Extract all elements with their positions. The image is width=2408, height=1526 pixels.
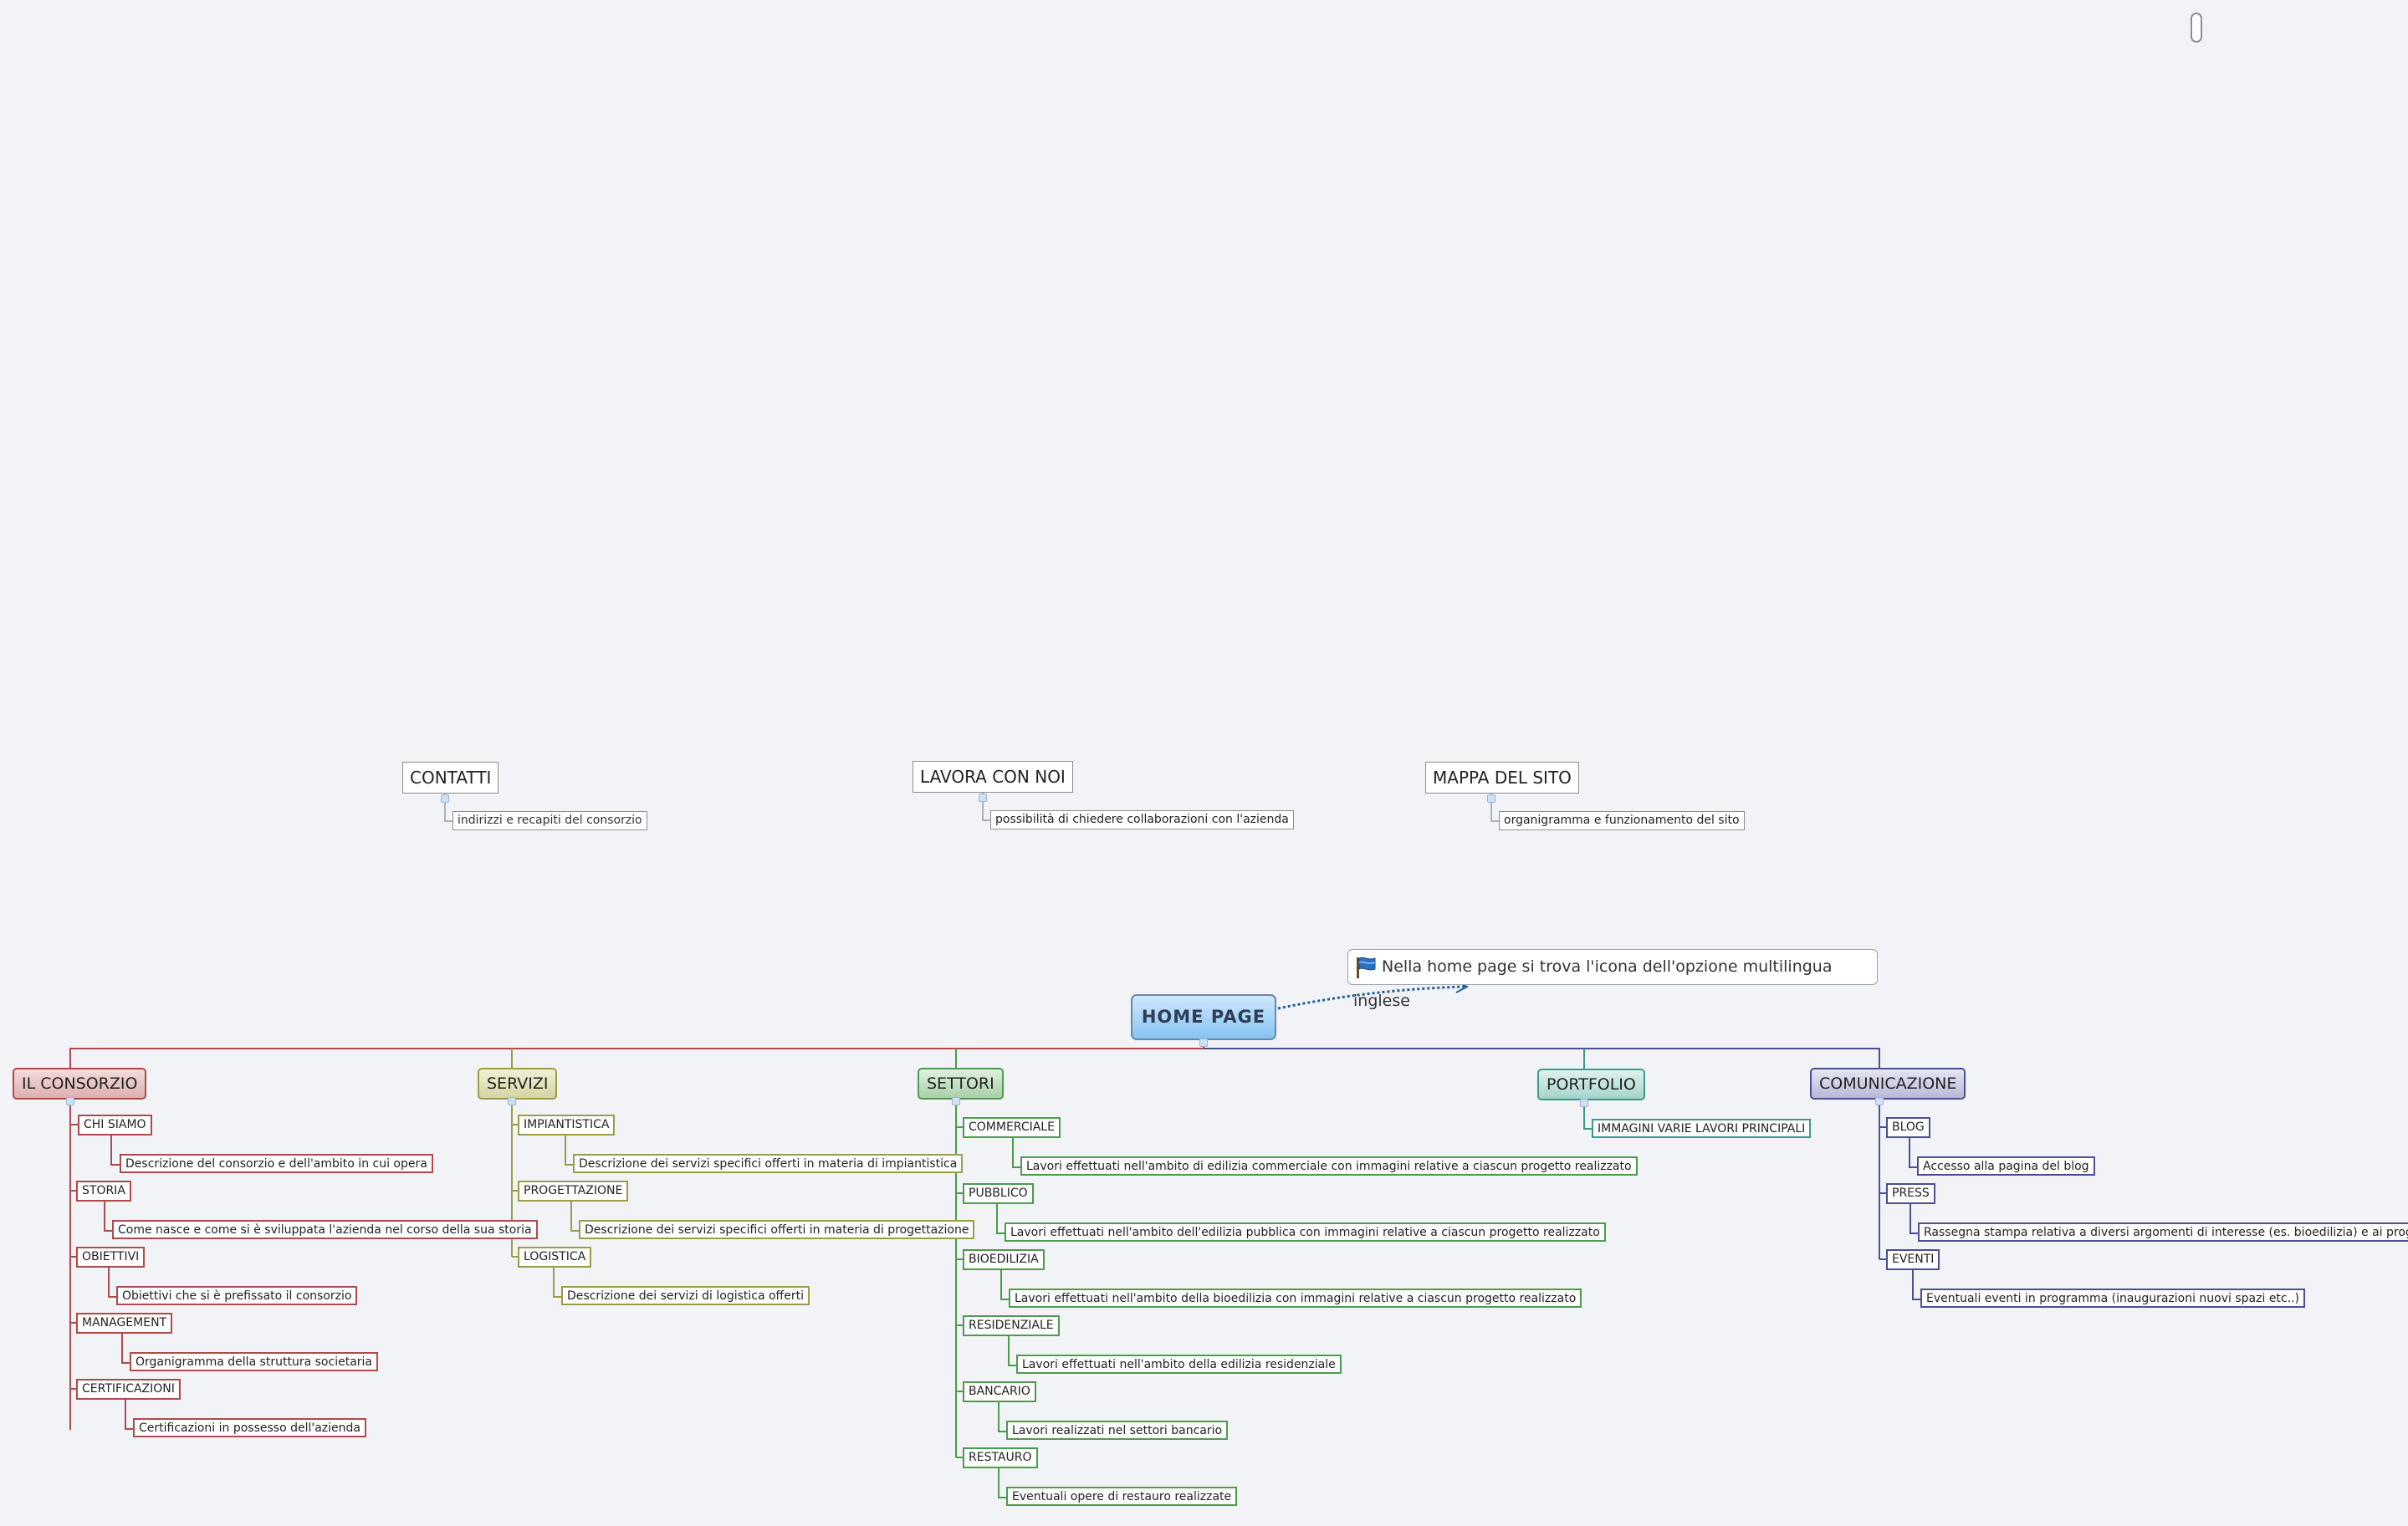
scrollbar-handle[interactable] bbox=[2191, 13, 2202, 43]
node-press-desc[interactable]: Rassegna stampa relativa a diversi argom… bbox=[1918, 1222, 2408, 1242]
node-bancario[interactable]: BANCARIO bbox=[963, 1381, 1036, 1402]
node-management[interactable]: MANAGEMENT bbox=[76, 1313, 173, 1334]
node-commerciale[interactable]: COMMERCIALE bbox=[963, 1117, 1061, 1138]
node-contatti-desc[interactable]: indirizzi e recapiti del consorzio bbox=[452, 811, 647, 830]
collapse-toggle[interactable] bbox=[1875, 1097, 1884, 1105]
branch-il-consorzio[interactable]: IL CONSORZIO bbox=[13, 1068, 147, 1100]
node-pubblico[interactable]: PUBBLICO bbox=[963, 1183, 1034, 1204]
root-home-page[interactable]: HOME PAGE bbox=[1131, 994, 1276, 1040]
node-storia[interactable]: STORIA bbox=[76, 1181, 131, 1202]
node-lavora-con-noi[interactable]: LAVORA CON NOI bbox=[913, 761, 1073, 793]
node-bancario-desc[interactable]: Lavori realizzati nel settori bancario bbox=[1006, 1421, 1229, 1440]
collapse-toggle[interactable] bbox=[66, 1097, 74, 1105]
node-mappa-del-sito[interactable]: MAPPA DEL SITO bbox=[1425, 762, 1579, 794]
branch-portfolio[interactable]: PORTFOLIO bbox=[1537, 1069, 1645, 1100]
branch-settori[interactable]: SETTORI bbox=[918, 1068, 1004, 1100]
node-pubblico-desc[interactable]: Lavori effettuati nell'ambito dell'edili… bbox=[1005, 1222, 1606, 1242]
node-blog[interactable]: BLOG bbox=[1886, 1117, 1930, 1138]
node-mappa-desc[interactable]: organigramma e funzionamento del sito bbox=[1499, 811, 1745, 830]
node-immagini-varie[interactable]: IMMAGINI VARIE LAVORI PRINCIPALI bbox=[1592, 1119, 1812, 1138]
node-storia-desc[interactable]: Come nasce e come si è sviluppata l'azie… bbox=[112, 1220, 538, 1239]
node-obiettivi-desc[interactable]: Obiettivi che si è prefissato il consorz… bbox=[116, 1286, 358, 1305]
node-bioedilizia-desc[interactable]: Lavori effettuati nell'ambito della bioe… bbox=[1009, 1289, 1582, 1308]
branch-servizi[interactable]: SERVIZI bbox=[478, 1068, 558, 1100]
node-management-desc[interactable]: Organigramma della struttura societaria bbox=[130, 1352, 378, 1371]
node-eventi-desc[interactable]: Eventuali eventi in programma (inauguraz… bbox=[1920, 1289, 2305, 1308]
collapse-toggle[interactable] bbox=[441, 794, 449, 803]
node-chi-siamo-desc[interactable]: Descrizione del consorzio e dell'ambito … bbox=[120, 1154, 433, 1173]
node-lavora-desc[interactable]: possibilità di chiedere collaborazioni c… bbox=[990, 810, 1294, 829]
node-residenziale-desc[interactable]: Lavori effettuati nell'ambito della edil… bbox=[1016, 1355, 1342, 1374]
node-bioedilizia[interactable]: BIOEDILIZIA bbox=[963, 1249, 1045, 1270]
node-chi-siamo[interactable]: CHI SIAMO bbox=[78, 1115, 152, 1136]
node-restauro[interactable]: RESTAURO bbox=[963, 1447, 1038, 1468]
collapse-toggle[interactable] bbox=[952, 1097, 960, 1105]
multilingual-note[interactable]: Nella home page si trova l'icona dell'op… bbox=[1347, 949, 1878, 1010]
node-contatti[interactable]: CONTATTI bbox=[402, 762, 499, 794]
node-obiettivi[interactable]: OBIETTIVI bbox=[76, 1247, 146, 1268]
node-certificazioni-desc[interactable]: Certificazioni in possesso dell'azienda bbox=[133, 1418, 367, 1437]
node-restauro-desc[interactable]: Eventuali opere di restauro realizzate bbox=[1006, 1487, 1238, 1506]
node-certificazioni[interactable]: CERTIFICAZIONI bbox=[76, 1379, 181, 1400]
node-residenziale[interactable]: RESIDENZIALE bbox=[963, 1315, 1060, 1336]
node-impiantistica[interactable]: IMPIANTISTICA bbox=[518, 1115, 616, 1136]
node-logistica[interactable]: LOGISTICA bbox=[518, 1247, 592, 1268]
collapse-toggle[interactable] bbox=[1487, 794, 1495, 803]
collapse-toggle[interactable] bbox=[508, 1097, 516, 1105]
node-press[interactable]: PRESS bbox=[1886, 1183, 1935, 1204]
node-progettazione-desc[interactable]: Descrizione dei servizi specifici offert… bbox=[579, 1220, 975, 1239]
node-eventi[interactable]: EVENTI bbox=[1886, 1249, 1940, 1270]
node-commerciale-desc[interactable]: Lavori effettuati nell'ambito di edilizi… bbox=[1020, 1156, 1638, 1176]
note-text: Nella home page si trova l'icona dell'op… bbox=[1353, 957, 1833, 1010]
branch-comunicazione[interactable]: COMUNICAZIONE bbox=[1810, 1068, 1966, 1100]
collapse-toggle[interactable] bbox=[1199, 1039, 1208, 1047]
collapse-toggle[interactable] bbox=[979, 794, 987, 802]
node-blog-desc[interactable]: Accesso alla pagina del blog bbox=[1917, 1156, 2095, 1176]
node-logistica-desc[interactable]: Descrizione dei servizi di logistica off… bbox=[561, 1286, 810, 1305]
node-impiantistica-desc[interactable]: Descrizione dei servizi specifici offert… bbox=[573, 1154, 964, 1173]
node-progettazione[interactable]: PROGETTAZIONE bbox=[518, 1181, 629, 1202]
collapse-toggle[interactable] bbox=[1580, 1099, 1588, 1107]
flag-icon bbox=[1357, 957, 1376, 978]
